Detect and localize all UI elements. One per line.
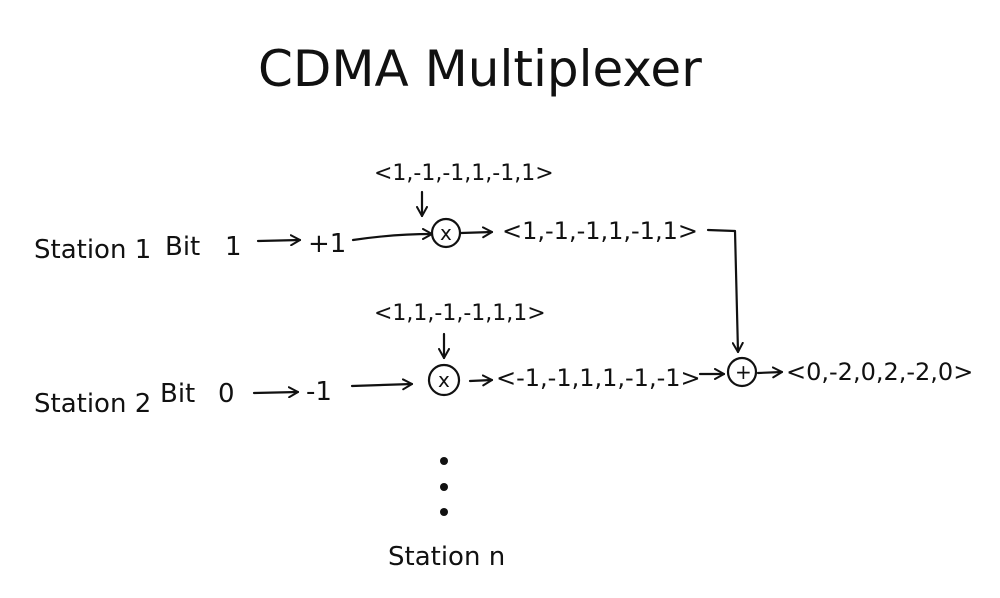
station2-signal-to-mult-arrow <box>350 378 414 391</box>
station1-label: Station 1 <box>34 235 151 265</box>
station1-bit-to-signal-arrow <box>256 234 302 247</box>
station1-multiply-symbol: x <box>440 221 452 245</box>
station1-product-to-adder-connector <box>706 228 744 354</box>
station1-bit-value: 1 <box>225 232 242 262</box>
station2-bit-value: 0 <box>218 379 235 409</box>
station1-code: <1,-1,-1,1,-1,1> <box>374 161 554 186</box>
station2-code: <1,1,-1,-1,1,1> <box>374 301 546 326</box>
station2-multiply-symbol: x <box>438 368 450 392</box>
stationN-label: Station n <box>388 542 505 572</box>
station2-mult-to-product-arrow <box>468 374 494 387</box>
station1-mult-to-product-arrow <box>459 226 494 239</box>
station1-bit-label: Bit <box>165 232 200 262</box>
continuation-dot-3 <box>440 508 448 516</box>
station1-product: <1,-1,-1,1,-1,1> <box>502 217 698 245</box>
station2-multiply-operator <box>427 363 461 397</box>
adder-to-sum-arrow <box>756 366 784 379</box>
sum-vector: <0,-2,0,2,-2,0> <box>786 358 973 386</box>
adder-symbol: + <box>735 360 752 384</box>
station2-bit-to-signal-arrow <box>252 386 300 399</box>
continuation-dot-1 <box>440 457 448 465</box>
station2-product: <-1,-1,1,1,-1,-1> <box>496 364 701 392</box>
continuation-dot-2 <box>440 483 448 491</box>
station2-label: Station 2 <box>34 389 151 419</box>
station2-bit-label: Bit <box>160 379 195 409</box>
station1-signal-to-mult-arrow <box>351 228 434 242</box>
adder-operator <box>726 356 758 388</box>
station1-signal: +1 <box>308 229 346 259</box>
diagram-title: CDMA Multiplexer <box>258 40 702 98</box>
station2-signal: -1 <box>306 377 332 407</box>
